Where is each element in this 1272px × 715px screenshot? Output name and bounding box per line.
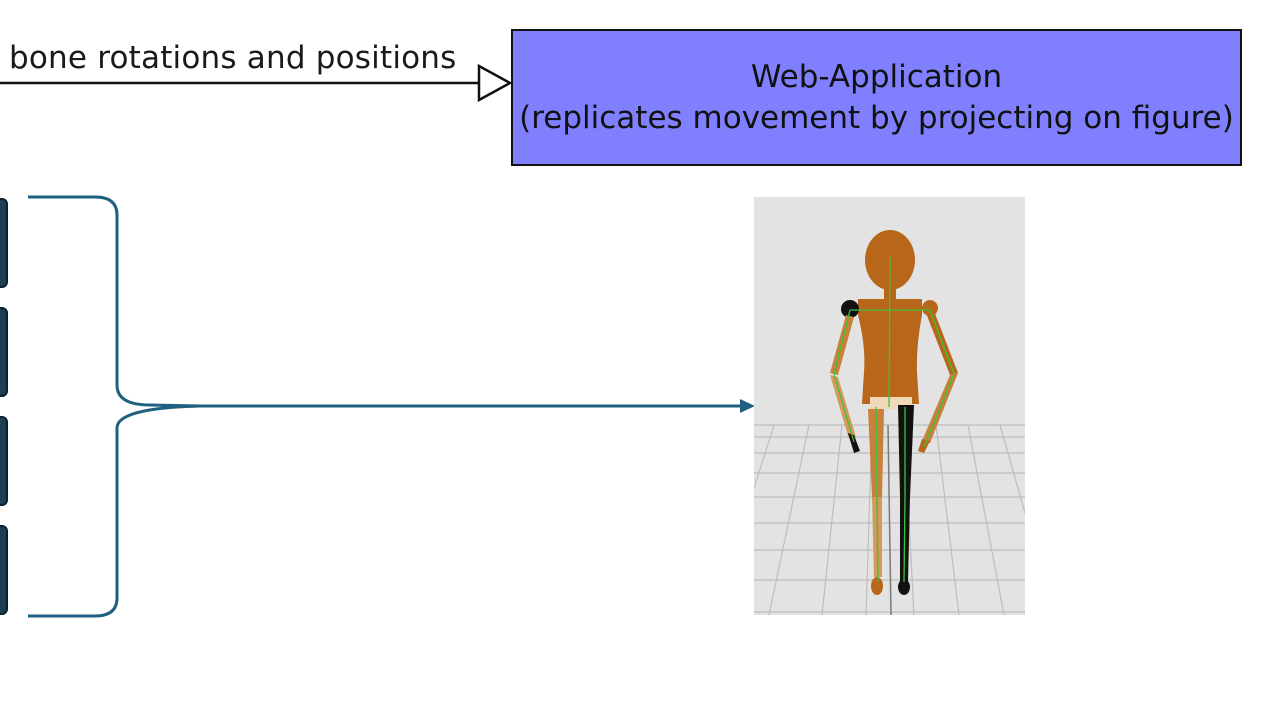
grouping-brace — [28, 195, 201, 618]
input-source-box-1 — [0, 198, 8, 288]
web-application-subtitle: (replicates movement by projecting on fi… — [519, 99, 1234, 136]
mannequin-figure — [830, 230, 958, 595]
input-source-box-4 — [0, 525, 8, 615]
brace-arrow-head — [740, 399, 755, 413]
data-flow-arrow-head — [477, 63, 513, 103]
web-application-box: Web-Application (replicates movement by … — [511, 29, 1242, 166]
input-source-box-2 — [0, 307, 8, 397]
mannequin-render — [754, 230, 1025, 615]
figure-render-preview — [754, 197, 1025, 615]
mannequin-right-leg — [898, 405, 914, 497]
edge-label: bone rotations and positions — [9, 40, 457, 76]
web-application-title: Web-Application — [750, 58, 1003, 95]
skeleton-overlay — [833, 256, 955, 583]
input-source-box-3 — [0, 416, 8, 506]
